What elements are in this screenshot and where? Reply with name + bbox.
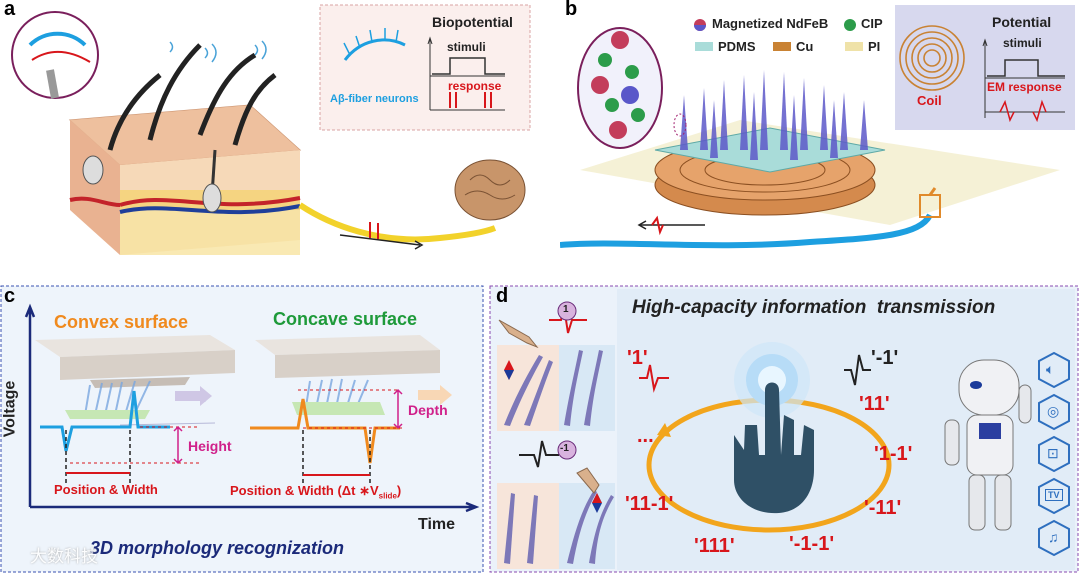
tv-icon: TV	[1045, 489, 1063, 501]
panel-d: 🔈︎ ◎ ⊡ TV ♫ d 1 -1 High-capacity informa…	[489, 285, 1080, 575]
code-ellipsis: ...	[637, 425, 654, 447]
panel-b-coil-label: Coil	[917, 93, 942, 108]
panel-d-title: High-capacity information transmission	[632, 297, 996, 318]
depth-label: Depth	[408, 402, 448, 418]
x-axis-label: Time	[418, 516, 456, 533]
code-11-neg1: '11-1'	[625, 493, 674, 515]
height-label: Height	[188, 438, 232, 454]
code-11: '11'	[859, 393, 890, 415]
legend-ndfeb: Magnetized NdFeB	[712, 16, 829, 31]
pos-width-sub: slide	[378, 491, 397, 501]
panel-c-caption: 3D morphology recognization	[90, 538, 345, 558]
lock-icon: ⊡	[1047, 445, 1059, 461]
speaker-icon: 🔈︎	[1046, 361, 1055, 377]
panel-b: b Magnetized NdFeB CIP PDMS Cu PI Potent…	[560, 0, 1080, 280]
panel-b-graphic	[560, 5, 1075, 249]
y-axis-label: Voltage	[1, 380, 19, 438]
legend-cip: CIP	[861, 16, 883, 31]
concave-label: Concave surface	[273, 309, 418, 329]
bulb-icon: ◎	[1047, 403, 1060, 419]
panel-a: a Biopotential stimuli response Aβ-fiber…	[0, 0, 560, 280]
panel-a-response-label: response	[448, 79, 502, 93]
panel-c: c Convex surface Concave surface Voltage…	[0, 285, 485, 575]
panel-a-neuron-label: Aβ-fiber neurons	[330, 93, 419, 105]
panel-b-letter: b	[565, 0, 578, 20]
panel-d-letter: d	[496, 285, 509, 307]
code-1: '1'	[627, 347, 648, 369]
panel-b-stimuli-label: stimuli	[1003, 36, 1042, 50]
legend-pi: PI	[868, 39, 881, 54]
panel-c-graphic	[0, 285, 484, 573]
code-neg1: '-1'	[871, 347, 899, 369]
panel-a-letter: a	[4, 0, 16, 20]
panel-b-em-response-label: EM response	[987, 80, 1062, 94]
legend-pdms: PDMS	[718, 39, 756, 54]
music-icon: ♫	[1048, 529, 1059, 545]
code-neg11: '-11'	[864, 497, 902, 519]
code-neg1-neg1: '-1-1'	[789, 533, 835, 555]
watermark: 大数科技	[30, 547, 98, 567]
code-1-neg1: '1-1'	[874, 443, 913, 465]
pos-width-text: Position & Width (Δt ∗V	[230, 483, 379, 498]
legend-cu: Cu	[796, 39, 814, 54]
panel-c-letter: c	[4, 285, 16, 307]
code-111: '111'	[694, 535, 735, 557]
panel-d-graphic	[489, 285, 1079, 573]
panel-a-inset-title: Biopotential	[432, 14, 513, 30]
convex-label: Convex surface	[54, 312, 189, 332]
pos-width-label-1: Position & Width	[54, 482, 158, 497]
badge-pos: 1	[563, 304, 569, 315]
pos-width-label-2: Position & Width (Δt ∗Vslide)	[230, 483, 401, 501]
panel-a-stimuli-label: stimuli	[447, 40, 486, 54]
badge-neg: -1	[560, 443, 569, 454]
pos-width-end: )	[396, 483, 402, 498]
panel-a-graphic	[11, 4, 531, 255]
panel-b-inset-title: Potential	[992, 14, 1052, 30]
